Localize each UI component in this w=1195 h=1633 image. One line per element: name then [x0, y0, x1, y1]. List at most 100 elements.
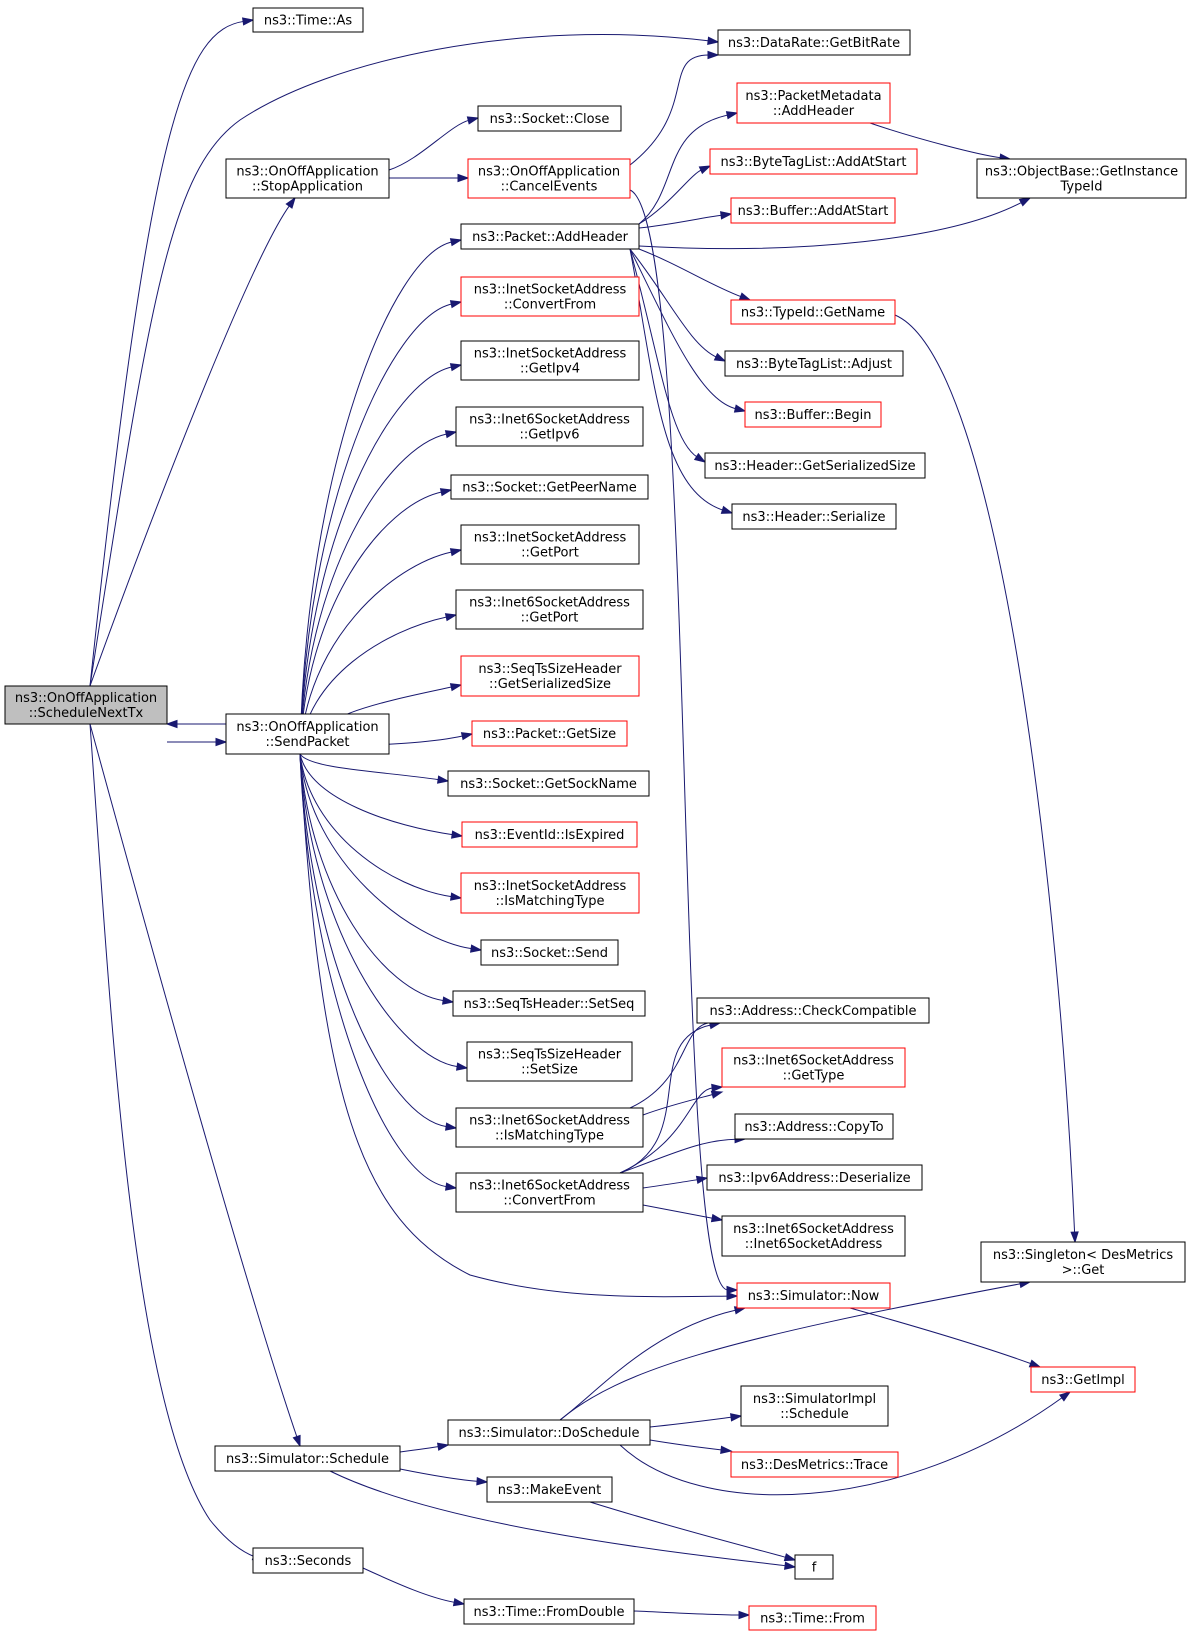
e-sendpacket-inet6_getipv6-arrowhead — [444, 430, 458, 439]
node-hdr-getsersize[interactable]: ns3::Header::GetSerializedSize — [704, 452, 926, 479]
e-sendpacket-simnow-line — [299, 753, 729, 1298]
node-label: ::StopApplication — [252, 180, 363, 195]
e-addheader-bufbegin — [629, 248, 747, 413]
e-sendpacket-eventid_isexpired — [299, 753, 464, 839]
e-root-sendpacket-arrowhead — [215, 737, 228, 747]
node-socket-close[interactable]: ns3::Socket::Close — [477, 105, 622, 132]
e-sendpacket-inet_getport-arrowhead — [449, 548, 463, 557]
node-label: ns3::GetImpl — [1041, 1373, 1125, 1388]
node-seqts-setsize[interactable]: ns3::SeqTsSizeHeader::SetSize — [466, 1041, 633, 1082]
node-label: ::GetIpv6 — [520, 428, 580, 443]
node-buf-addatstart[interactable]: ns3::Buffer::AddAtStart — [730, 197, 896, 224]
node-seconds[interactable]: ns3::Seconds — [252, 1547, 364, 1574]
e-sendpacket-inet6_ismatching-arrowhead — [445, 1122, 458, 1131]
node-inet-convertfrom[interactable]: ns3::InetSocketAddress::ConvertFrom — [460, 276, 640, 317]
node-seqts-setseq[interactable]: ns3::SeqTsHeader::SetSeq — [452, 990, 646, 1017]
node-label: ns3::InetSocketAddress — [474, 283, 627, 298]
node-ipv6-deserialize[interactable]: ns3::Ipv6Address::Deserialize — [706, 1164, 923, 1191]
e-simsched-makeevent-arrowhead — [476, 1477, 489, 1486]
node-inet-getport[interactable]: ns3::InetSocketAddress::GetPort — [460, 524, 640, 565]
node-label: ns3::Socket::Send — [491, 946, 608, 961]
node-getimpl[interactable]: ns3::GetImpl — [1030, 1366, 1136, 1393]
node-box — [252, 1547, 364, 1574]
node-inet-ismatching[interactable]: ns3::InetSocketAddress::IsMatchingType — [460, 872, 640, 914]
node-box — [460, 655, 640, 697]
node-box — [980, 1241, 1186, 1283]
node-label: ns3::Inet6SocketAddress — [469, 596, 630, 611]
node-eventid-isexpired[interactable]: ns3::EventId::IsExpired — [461, 821, 638, 848]
node-box — [252, 7, 364, 33]
node-sim-doschedule[interactable]: ns3::Simulator::DoSchedule — [447, 1419, 651, 1446]
node-desmetrics-trace[interactable]: ns3::DesMetrics::Trace — [730, 1451, 899, 1478]
e-addheader-hdrser-arrowhead — [720, 505, 734, 514]
edges — [89, 17, 1079, 1620]
node-pm-addheader[interactable]: ns3::PacketMetadata::AddHeader — [736, 82, 891, 124]
node-simimpl-schedule[interactable]: ns3::SimulatorImpl::Schedule — [740, 1385, 889, 1427]
node-sendpacket[interactable]: ns3::OnOffApplication::SendPacket — [225, 713, 390, 755]
node-pkt-addheader[interactable]: ns3::Packet::AddHeader — [460, 223, 640, 250]
e-sendpacket-simnow-arrowhead — [726, 1291, 739, 1301]
e-sendpacket-inet_ismatching-arrowhead — [450, 892, 463, 901]
node-datarate[interactable]: ns3::DataRate::GetBitRate — [717, 29, 911, 56]
e-root-seconds-line — [89, 723, 255, 1558]
node-cancelevents[interactable]: ns3::OnOffApplication::CancelEvents — [467, 158, 631, 199]
node-typeid-getname[interactable]: ns3::TypeId::GetName — [730, 299, 896, 325]
node-box — [471, 720, 628, 747]
e-fromdouble-from-arrowhead — [738, 1610, 751, 1620]
node-inet6-ismatching[interactable]: ns3::Inet6SocketAddress::IsMatchingType — [455, 1107, 644, 1148]
node-label: ns3::Buffer::AddAtStart — [738, 204, 889, 219]
node-addr-checkcompat[interactable]: ns3::Address::CheckCompatible — [696, 997, 930, 1024]
node-makeevent[interactable]: ns3::MakeEvent — [486, 1476, 613, 1503]
node-label: ns3::DataRate::GetBitRate — [728, 36, 900, 51]
node-inet-getipv4[interactable]: ns3::InetSocketAddress::GetIpv4 — [460, 340, 640, 381]
node-label: ::ConvertFrom — [503, 1194, 595, 1209]
node-inet6-getipv6[interactable]: ns3::Inet6SocketAddress::GetIpv6 — [455, 406, 644, 447]
node-label: ::ScheduleNextTx — [29, 706, 144, 721]
node-singleton-get[interactable]: ns3::Singleton< DesMetrics>::Get — [980, 1241, 1186, 1283]
node-hdr-serialize[interactable]: ns3::Header::Serialize — [731, 503, 897, 530]
e-i6match-check — [629, 1018, 722, 1109]
e-addheader-typeid — [638, 248, 752, 301]
node-inet6-convertfrom[interactable]: ns3::Inet6SocketAddress::ConvertFrom — [455, 1172, 644, 1213]
node-label: ns3::Inet6SocketAddress — [733, 1222, 894, 1237]
node-time-from[interactable]: ns3::Time::From — [748, 1605, 877, 1631]
node-buffer-begin[interactable]: ns3::Buffer::Begin — [744, 401, 882, 428]
node-btl-addatstart[interactable]: ns3::ByteTagList::AddAtStart — [709, 148, 918, 175]
node-label: ns3::ByteTagList::AddAtStart — [721, 155, 907, 170]
node-seqts-getsersize[interactable]: ns3::SeqTsSizeHeader::GetSerializedSize — [460, 655, 640, 697]
node-stopapp[interactable]: ns3::OnOffApplication::StopApplication — [225, 158, 390, 199]
e-i6conv-check-line — [619, 1024, 712, 1174]
node-sim-now[interactable]: ns3::Simulator::Now — [736, 1282, 891, 1309]
node-label: ::GetPort — [521, 546, 579, 561]
node-addr-copyto[interactable]: ns3::Address::CopyTo — [734, 1113, 894, 1140]
node-time-fromdouble[interactable]: ns3::Time::FromDouble — [463, 1598, 635, 1625]
node-box — [736, 82, 891, 124]
node-time-as[interactable]: ns3::Time::As — [252, 7, 364, 33]
node-socket-send[interactable]: ns3::Socket::Send — [480, 939, 619, 966]
e-root-datarate — [89, 34, 720, 687]
e-sendpacket-pkt_addheader — [299, 238, 463, 755]
e-i6match-gettype-line — [642, 1093, 714, 1116]
node-box — [460, 524, 640, 565]
node-sim-schedule[interactable]: ns3::Simulator::Schedule — [214, 1445, 401, 1472]
node-inet6-ctor[interactable]: ns3::Inet6SocketAddress::Inet6SocketAddr… — [721, 1215, 906, 1257]
node-pkt-getsize[interactable]: ns3::Packet::GetSize — [471, 720, 628, 747]
e-sendpacket-seqts_setsize-arrowhead — [456, 1062, 469, 1071]
e-simsched-dosched-line — [399, 1445, 440, 1453]
node-f[interactable]: f — [794, 1554, 834, 1580]
node-btl-adjust[interactable]: ns3::ByteTagList::Adjust — [724, 350, 904, 377]
node-socket-getpeername[interactable]: ns3::Socket::GetPeerName — [450, 474, 649, 500]
node-box — [455, 1172, 644, 1213]
e-cancel-simnow-line — [629, 189, 729, 1291]
node-inet6-getport[interactable]: ns3::Inet6SocketAddress::GetPort — [455, 589, 644, 630]
node-inet6-gettype[interactable]: ns3::Inet6SocketAddress::GetType — [721, 1047, 906, 1088]
e-cancel-datarate — [629, 50, 720, 166]
e-sendpacket-socket_getsockname-line — [299, 753, 440, 781]
node-root[interactable]: ns3::OnOffApplication::ScheduleNextTx — [4, 685, 168, 725]
node-socket-getsockname[interactable]: ns3::Socket::GetSockName — [447, 770, 650, 797]
node-box — [225, 158, 390, 199]
node-label: ::GetSerializedSize — [489, 677, 611, 692]
node-box — [452, 990, 646, 1017]
